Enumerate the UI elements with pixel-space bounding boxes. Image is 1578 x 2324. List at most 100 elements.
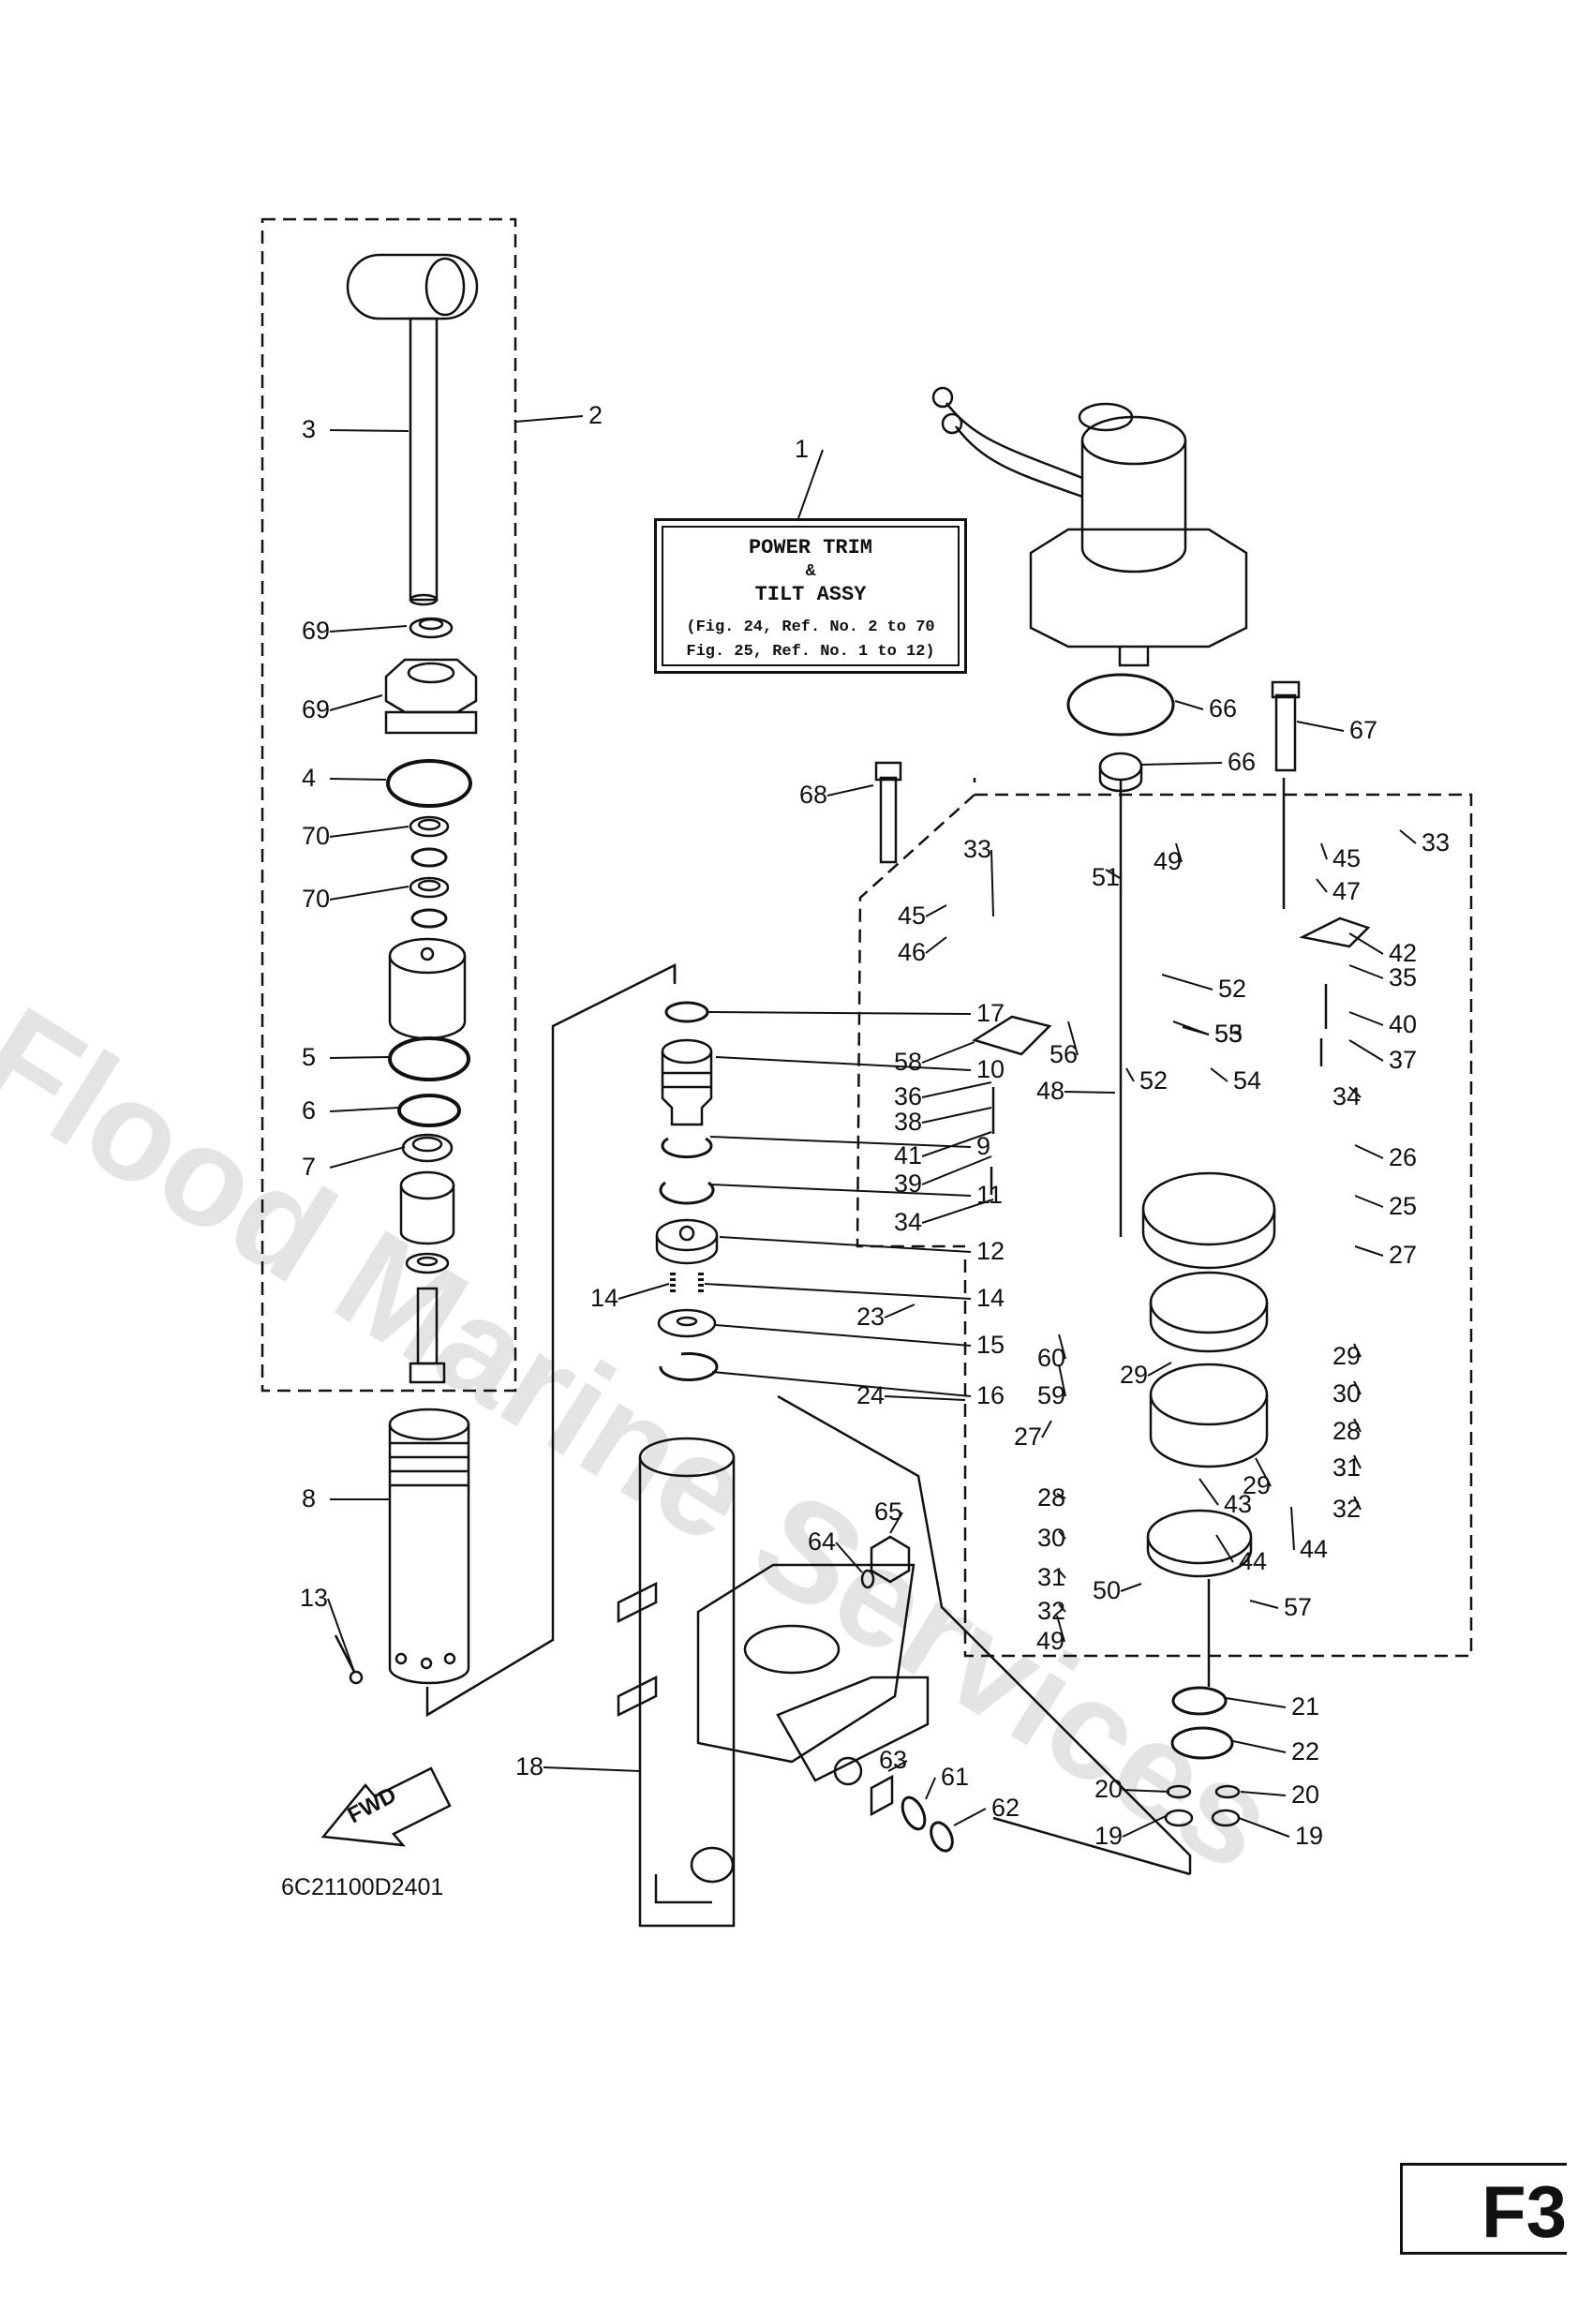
- callout-64: 64: [808, 1527, 837, 1556]
- leader-line-1: [797, 449, 824, 519]
- callout-26: 26: [1389, 1143, 1418, 1171]
- leader-line-26: [1354, 1144, 1384, 1159]
- callout-58: 58: [894, 1048, 923, 1076]
- leader-line-66: [1174, 700, 1204, 710]
- callout-41: 41: [894, 1141, 923, 1169]
- callout-23: 23: [856, 1303, 886, 1331]
- leader-line-33: [990, 849, 994, 917]
- callout-2: 2: [588, 401, 603, 429]
- callout-17: 17: [976, 999, 1005, 1027]
- callout-30: 30: [1037, 1524, 1066, 1552]
- leader-line-41: [921, 1131, 992, 1157]
- callout-52: 52: [1139, 1066, 1169, 1095]
- leader-line-6: [329, 1107, 400, 1112]
- leader-line-35: [1348, 964, 1384, 979]
- leader-line-32: [1058, 1603, 1066, 1613]
- callout-42: 42: [1389, 939, 1418, 967]
- callout-3: 3: [302, 415, 317, 443]
- callout-9: 9: [976, 1132, 991, 1160]
- assembly-2-outline: [261, 217, 517, 1393]
- callout-69: 69: [302, 695, 331, 723]
- leader-line-49: [1175, 842, 1183, 863]
- leader-line-9: [709, 1136, 972, 1148]
- leader-line-28: [1056, 1493, 1066, 1499]
- leader-line-29: [1353, 1343, 1362, 1358]
- callout-29: 29: [1332, 1342, 1362, 1370]
- title-line-1: POWER TRIM: [748, 536, 873, 559]
- callout-45: 45: [898, 901, 927, 930]
- leader-line-30: [1353, 1380, 1362, 1395]
- callout-62: 62: [991, 1794, 1020, 1822]
- part-8-outer-tube: [388, 1408, 470, 1685]
- leader-line-61: [925, 1777, 936, 1800]
- callout-34: 34: [894, 1208, 923, 1236]
- callout-70: 70: [302, 822, 331, 850]
- title-line-2: &: [805, 562, 816, 581]
- callout-53: 53: [1214, 1020, 1243, 1048]
- callout-49: 49: [1036, 1627, 1065, 1655]
- leader-line-10: [715, 1056, 972, 1071]
- callout-45: 45: [1332, 844, 1362, 872]
- callout-31: 31: [1037, 1563, 1066, 1591]
- callout-39: 39: [894, 1169, 923, 1198]
- leader-line-49: [1056, 1615, 1065, 1643]
- callout-31: 31: [1332, 1453, 1362, 1482]
- leader-line-55: [1182, 1026, 1210, 1035]
- callout-7: 7: [302, 1153, 317, 1181]
- leader-line-56: [1067, 1020, 1079, 1056]
- part-68-cap: [384, 658, 478, 735]
- leader-line-25: [1354, 1195, 1384, 1208]
- callout-8: 8: [302, 1484, 317, 1512]
- leader-line-21: [1225, 1697, 1287, 1708]
- leader-line-7: [329, 1146, 406, 1169]
- leader-line-31: [1058, 1570, 1066, 1579]
- leader-line-30: [1058, 1530, 1066, 1540]
- leader-line-39: [921, 1155, 992, 1185]
- callout-47: 47: [1332, 877, 1362, 905]
- leader-line-38: [921, 1107, 992, 1124]
- callout-63: 63: [879, 1746, 908, 1774]
- callout-50: 50: [1093, 1576, 1122, 1604]
- title-ref-1: (Fig. 24, Ref. No. 2 to 70: [686, 618, 935, 636]
- part-5-oring: [388, 1036, 470, 1081]
- leader-line-3: [329, 429, 409, 432]
- leader-line-20: [1122, 1789, 1170, 1793]
- leader-line-13: [327, 1598, 355, 1673]
- callout-20: 20: [1094, 1775, 1124, 1803]
- leader-line-60: [1058, 1333, 1066, 1360]
- leader-line-14: [704, 1283, 972, 1300]
- callout-44: 44: [1300, 1535, 1329, 1563]
- leader-line-17: [707, 1011, 972, 1015]
- callout-35: 35: [1389, 963, 1418, 991]
- callout-20: 20: [1291, 1780, 1320, 1809]
- leader-line-2: [514, 415, 584, 423]
- callout-15: 15: [976, 1331, 1005, 1359]
- callout-28: 28: [1332, 1417, 1362, 1445]
- part-18-cylinder-housing: [617, 1437, 930, 1928]
- callout-34: 34: [1332, 1082, 1362, 1110]
- callout-38: 38: [894, 1108, 923, 1136]
- callout-43: 43: [1224, 1490, 1253, 1518]
- leader-line-52: [1161, 974, 1213, 991]
- callout-29: 29: [1120, 1361, 1149, 1389]
- callout-19: 19: [1094, 1822, 1124, 1850]
- callout-11: 11: [976, 1181, 1004, 1209]
- leader-line-44: [1215, 1534, 1234, 1563]
- leader-line-16: [711, 1371, 972, 1397]
- callout-19: 19: [1295, 1822, 1324, 1850]
- leader-line-69: [329, 694, 383, 711]
- callout-5: 5: [302, 1043, 317, 1071]
- leader-line-70: [329, 886, 409, 901]
- leader-line-27: [1354, 1245, 1384, 1257]
- callout-24: 24: [856, 1381, 886, 1409]
- pump-body-middle: [1149, 1271, 1269, 1353]
- leader-line-42: [1348, 932, 1384, 955]
- leader-line-4: [329, 778, 387, 781]
- callout-6: 6: [302, 1096, 317, 1125]
- leader-line-12: [719, 1236, 972, 1253]
- leader-line-45: [925, 904, 947, 917]
- part-42-plate: [1146, 1509, 1253, 1578]
- leader-line-57: [1249, 1600, 1279, 1609]
- callout-60: 60: [1037, 1344, 1066, 1372]
- leader-line-68: [826, 784, 874, 797]
